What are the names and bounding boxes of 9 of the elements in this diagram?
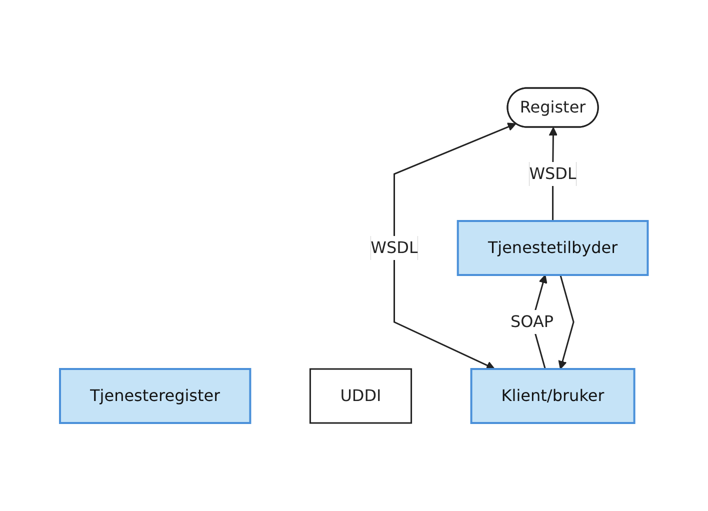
node-box — [59, 368, 252, 424]
node-box — [470, 368, 636, 424]
node-box — [310, 368, 412, 424]
edge-label: WSDL — [529, 164, 577, 183]
arrow — [558, 274, 574, 370]
node-box — [456, 220, 649, 276]
arrow — [394, 122, 516, 370]
edge-label: WSDL — [370, 238, 418, 257]
edge-label: SOAP — [510, 312, 554, 331]
